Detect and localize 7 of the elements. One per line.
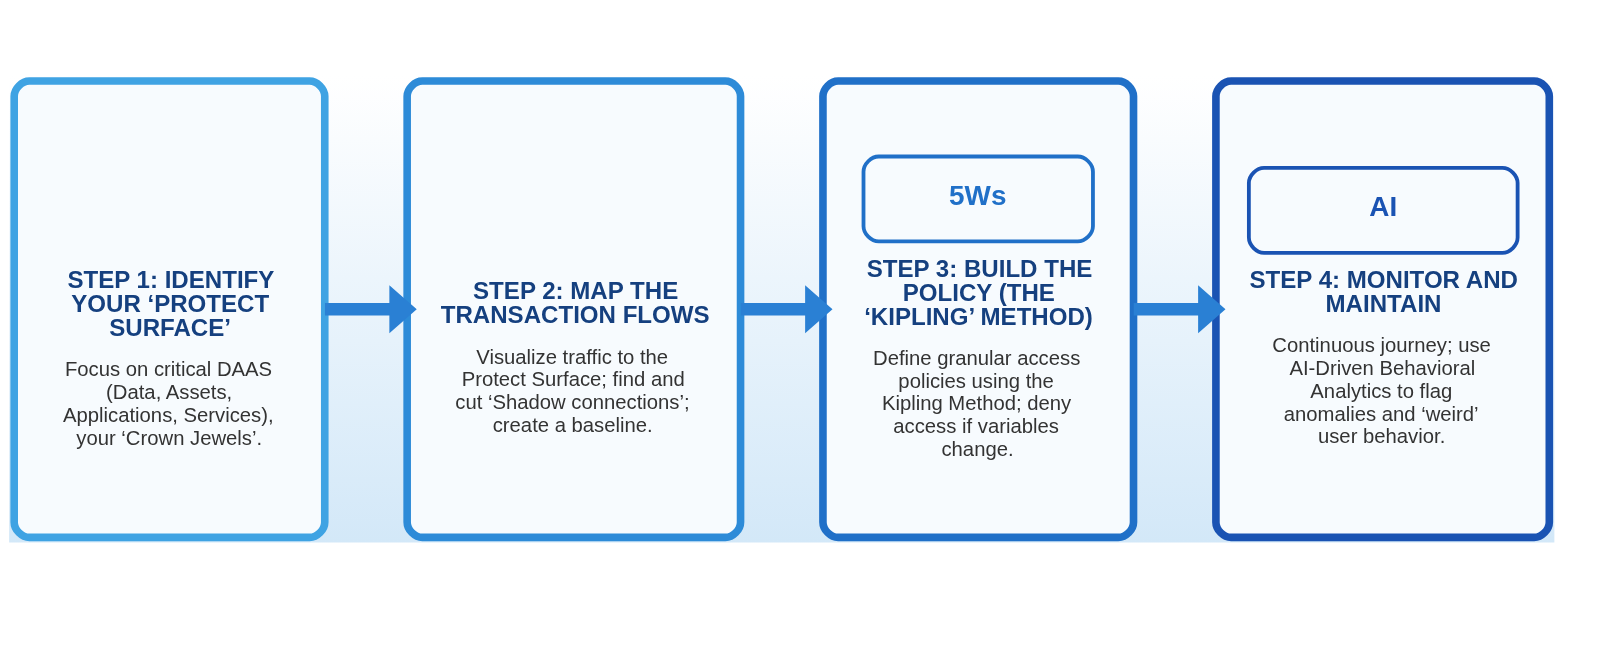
node-box: AI STEP 4: MONITOR AND MAINTAIN Continuous journey; use AI-Driven Behavioral Analytics to flag anomalies and ‘weird’ user behavior. — [1212, 77, 1554, 542]
arrow — [1133, 285, 1226, 334]
node-box: STEP 2: MAP THE TRANSACTION FLOWS Visualize traffic to the Protect Surface; find and cut ‘Shadow connections’; create a baseline. — [403, 77, 745, 542]
arrow — [740, 285, 833, 334]
node-box: 5Ws STEP 3: BUILD THE POLICY (THE ‘KIPLING’ METHOD) Define granular access policies using the Kipling Method; deny access if variables change. — [819, 77, 1138, 542]
node-box: STEP 1: IDENTIFY YOUR ‘PROTECT SURFACE’ Focus on critical DAAS (Data, Assets, Applications, Services), your ‘Crown Jewels’. — [10, 77, 329, 542]
arrow — [324, 285, 417, 334]
